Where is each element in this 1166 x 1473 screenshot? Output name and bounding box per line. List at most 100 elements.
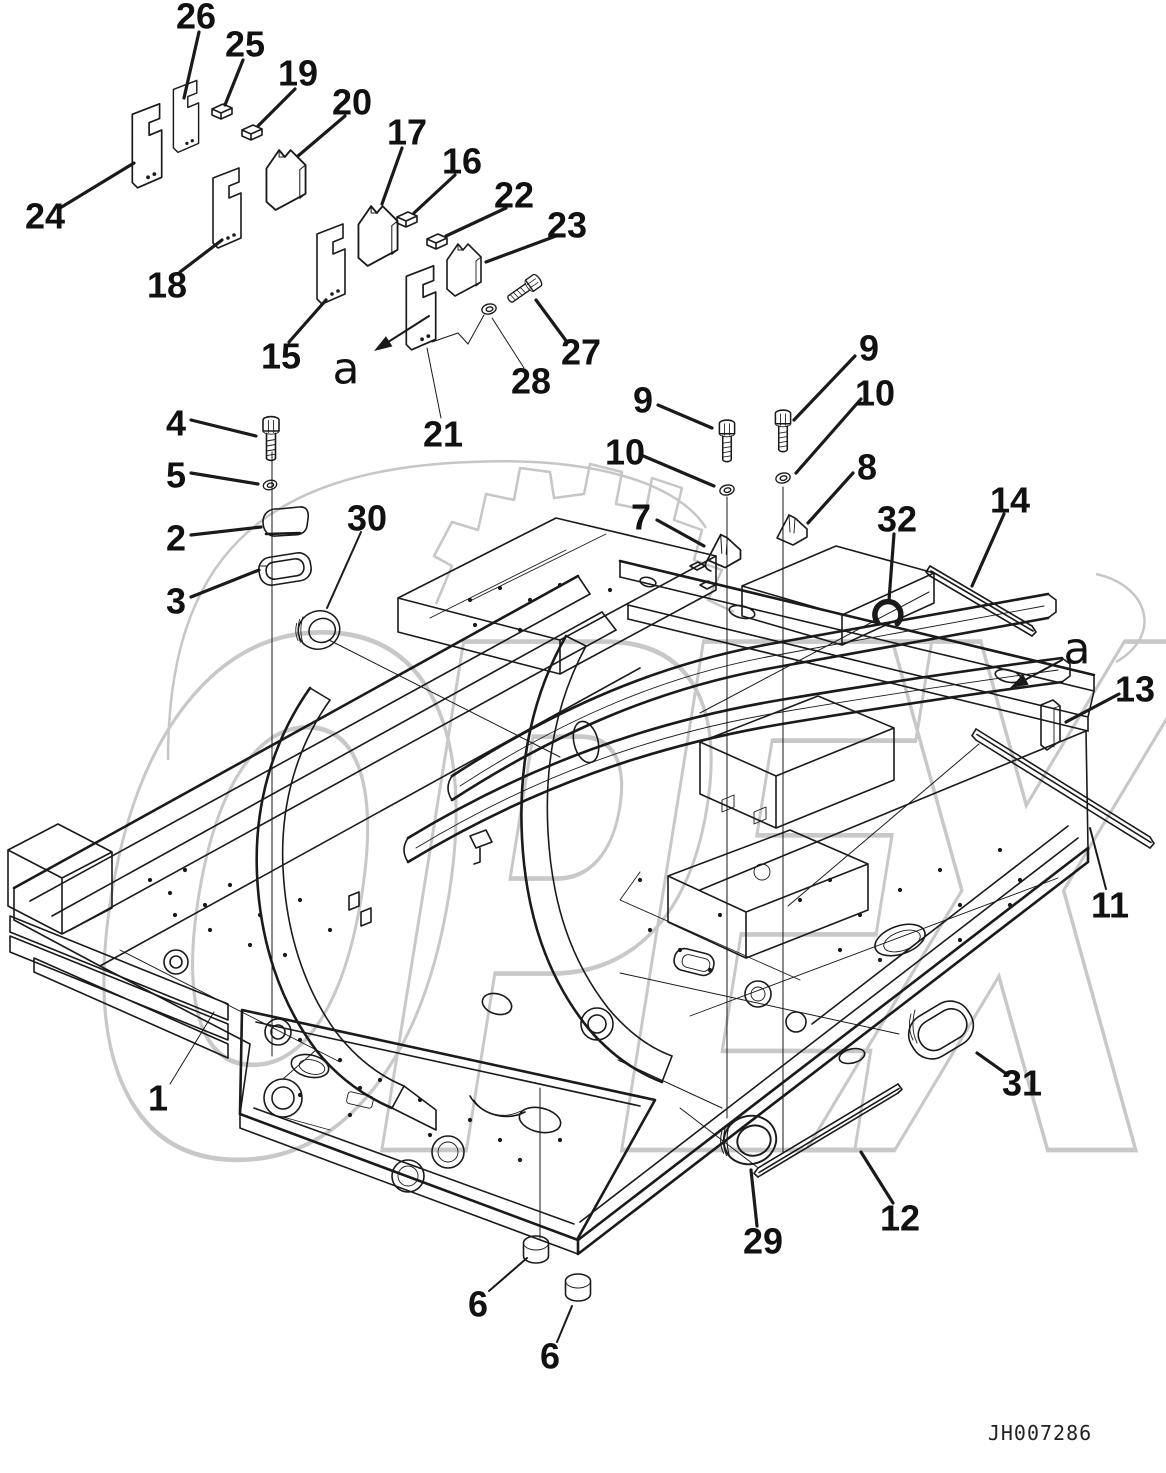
part-number-label: 11 <box>1091 885 1129 926</box>
leader-line <box>287 298 328 344</box>
leader-line <box>169 1011 215 1085</box>
leader-line <box>970 512 1006 588</box>
watermark-swirl <box>1095 572 1146 664</box>
callout-23: 23 <box>484 205 587 264</box>
part-number-label: 28 <box>511 361 551 402</box>
watermark: OPEX <box>20 460 1166 1317</box>
part-29-drawing <box>720 1114 778 1166</box>
callout-21: 21 <box>423 347 463 455</box>
callout-27: 27 <box>534 298 601 373</box>
callout-16: 16 <box>412 141 482 215</box>
part-30-drawing <box>295 610 341 650</box>
part-number-label: 16 <box>442 141 482 182</box>
callout-32: 32 <box>877 499 917 602</box>
part-number-label: 2 <box>166 518 186 559</box>
part-23-drawing <box>446 243 482 297</box>
callout-22: 22 <box>444 175 534 238</box>
part-number-label: 4 <box>166 403 186 444</box>
leader-line <box>792 354 857 422</box>
watermark-text: OPEX <box>21 502 1166 1315</box>
view-label: a <box>333 344 360 395</box>
leader-line <box>444 206 508 238</box>
part-17-drawing <box>357 205 399 267</box>
callout-9: 9 <box>792 328 879 422</box>
callout-25: 25 <box>223 24 265 107</box>
part-20-drawing <box>265 149 307 211</box>
part-9-drawing <box>774 409 792 453</box>
leader-line <box>1064 692 1121 724</box>
callout-6: 6 <box>468 1257 528 1325</box>
callout-14: 14 <box>970 480 1030 588</box>
view-arrows: aa <box>333 315 1091 688</box>
leader-line <box>806 471 855 525</box>
callout-3: 3 <box>166 568 261 622</box>
part-number-label: 25 <box>225 24 265 65</box>
leader-line <box>887 532 896 602</box>
leader-line <box>639 453 716 488</box>
callout-4: 4 <box>166 403 258 444</box>
callout-26: 26 <box>176 0 216 100</box>
part-number-label: 7 <box>631 497 651 538</box>
part-number-label: 23 <box>547 205 587 246</box>
callout-7: 7 <box>631 497 706 548</box>
leader-line <box>182 30 201 100</box>
part-24-drawing <box>131 102 163 189</box>
drawing-code: JH007286 <box>988 1421 1092 1445</box>
gear-watermark-icon <box>432 462 735 614</box>
part-number-label: 21 <box>423 414 463 455</box>
construction-line <box>328 639 561 758</box>
leader-line <box>656 403 714 430</box>
part-number-label: 9 <box>633 380 653 421</box>
leader-line <box>426 347 442 419</box>
part-28-drawing <box>481 303 497 315</box>
part-32-drawing <box>872 598 904 627</box>
part-number-label: 31 <box>1002 1063 1042 1104</box>
leader-line <box>189 418 258 438</box>
part-number-label: 9 <box>859 328 879 369</box>
part-22-drawing <box>426 233 448 250</box>
leader-line <box>794 397 863 475</box>
frame-line-art <box>7 517 1096 1256</box>
part-15-drawing <box>316 223 346 305</box>
leader-line <box>178 238 224 274</box>
part-number-label: 8 <box>857 447 877 488</box>
callout-10: 10 <box>794 373 895 475</box>
arrow-shaft <box>1017 659 1063 685</box>
callout-19: 19 <box>256 53 318 128</box>
construction-line <box>679 1107 758 1168</box>
leader-line <box>223 58 245 107</box>
part-number-label: 6 <box>468 1284 488 1325</box>
callout-15: 15 <box>261 298 328 377</box>
callout-1: 1 <box>148 1011 215 1119</box>
leader-line <box>380 146 404 206</box>
part-number-label: 13 <box>1115 669 1155 710</box>
callout-5: 5 <box>166 455 260 496</box>
leader-line <box>859 1150 895 1205</box>
callout-17: 17 <box>380 112 427 206</box>
leader-line <box>189 525 263 537</box>
callout-28: 28 <box>491 317 551 402</box>
part-2-drawing <box>262 506 310 537</box>
construction-line <box>787 743 980 907</box>
part-25-drawing <box>211 103 233 120</box>
arrow-head-icon <box>1010 674 1029 688</box>
construction-line <box>699 591 930 714</box>
leader-line <box>488 1257 528 1292</box>
rivet-dots <box>147 582 1023 1163</box>
view-label: a <box>1064 624 1091 675</box>
leader-line <box>256 87 297 128</box>
leader-line <box>655 518 706 548</box>
reference-zigzag-line <box>431 314 485 345</box>
part-8-drawing <box>776 514 808 546</box>
part-4-drawing <box>262 415 280 462</box>
loose-parts <box>131 79 1155 1302</box>
arrow-shaft <box>381 315 430 347</box>
part-number-label: 1 <box>148 1078 168 1119</box>
callout-12: 12 <box>859 1150 920 1239</box>
leader-line <box>326 531 362 609</box>
part-number-label: 32 <box>877 499 917 540</box>
callout-11: 11 <box>1089 827 1129 926</box>
callout-8: 8 <box>806 447 877 525</box>
part-7-drawing <box>704 533 742 572</box>
